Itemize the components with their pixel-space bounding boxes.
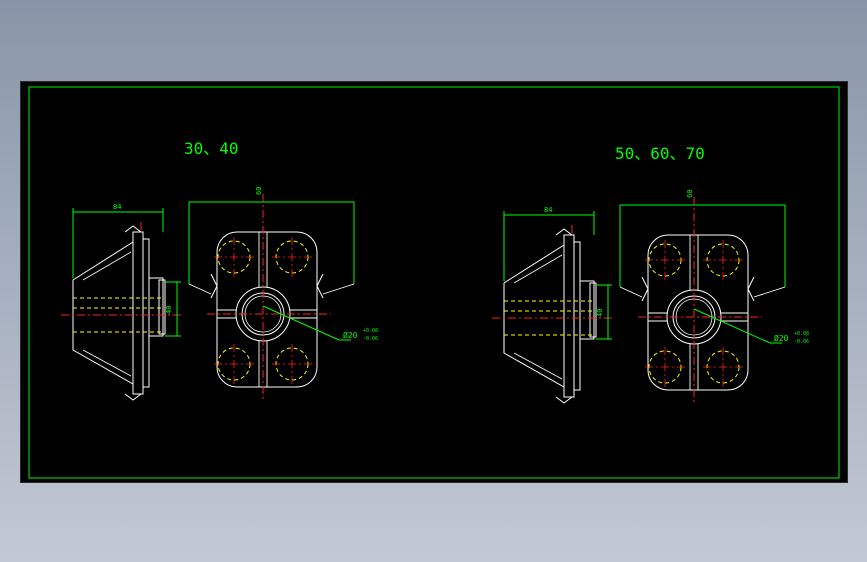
- side-view-boss: [148, 277, 164, 337]
- side-view-cone-rib: [513, 352, 563, 380]
- side-view-dim-side-label: 40: [165, 306, 173, 314]
- side-view-dim-side-label: 40: [596, 309, 604, 317]
- side-view-cone-rib: [513, 254, 563, 284]
- side-view-dim-top-label: 84: [113, 203, 121, 211]
- side-view-flange: [132, 231, 144, 395]
- side-view-cone-rib: [82, 251, 132, 281]
- side-view-boss: [579, 280, 595, 340]
- front-view-bore-dim-label: Ø20: [343, 330, 358, 340]
- front-view-bore-tol-upper: +0.08: [794, 331, 809, 337]
- side-view-boss-face: [158, 279, 166, 335]
- front-view-dim-bracket: [188, 201, 355, 284]
- side-view-dim-top-label: 84: [544, 206, 552, 214]
- front-view-leader-left: [619, 286, 643, 298]
- front-view-bore-tol-lower: -0.06: [363, 336, 378, 342]
- side-view-clamp-top: [555, 228, 573, 236]
- side-view-cone-outline: [72, 241, 134, 385]
- front-view-bore-tol-upper: +0.08: [363, 328, 378, 334]
- front-view-bore-leader: [693, 308, 771, 344]
- side-view-flange-lip: [142, 238, 150, 388]
- side-view-flange: [563, 234, 575, 398]
- front-view-leader-left: [188, 283, 212, 295]
- front-view-bore-dim-label: Ø20: [774, 333, 789, 343]
- front-view-leader-right: [753, 286, 786, 298]
- side-view-cone-outline: [503, 244, 565, 388]
- front-view-bore-tol-lower: -0.06: [794, 339, 809, 345]
- side-view-clamp-top: [124, 225, 142, 233]
- side-view-clamp-bottom: [555, 396, 573, 404]
- front-view-notch-left: [641, 276, 649, 302]
- side-view-clamp-bottom: [124, 393, 142, 401]
- front-view-dim-width-label: 60: [255, 187, 263, 195]
- front-view-dim-bracket: [619, 204, 786, 287]
- drawing-frame: [28, 86, 840, 479]
- side-view-boss-face: [589, 282, 597, 338]
- front-view-dim-width-label: 60: [686, 190, 694, 198]
- front-view-leader-right: [322, 283, 355, 295]
- side-view-cone-rib: [82, 349, 132, 377]
- front-view-notch-right: [747, 276, 755, 302]
- front-view-bore-leader: [262, 305, 340, 341]
- front-view-notch-left: [210, 273, 218, 299]
- side-view-flange-lip: [573, 241, 581, 391]
- front-view-notch-right: [316, 273, 324, 299]
- view-title-30-40: 30、40: [184, 139, 239, 158]
- view-title-50-60-70: 50、60、70: [615, 144, 705, 163]
